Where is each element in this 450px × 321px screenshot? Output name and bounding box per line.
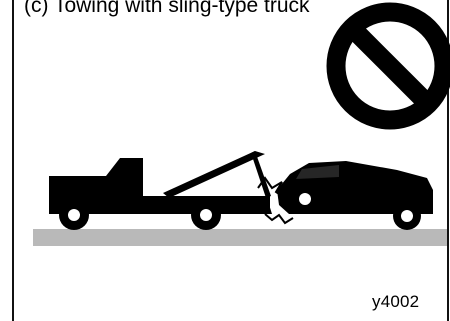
towed-car <box>277 161 433 230</box>
tow-truck <box>49 151 293 230</box>
figure-code: y4002 <box>372 292 419 312</box>
prohibition-icon <box>336 12 444 120</box>
